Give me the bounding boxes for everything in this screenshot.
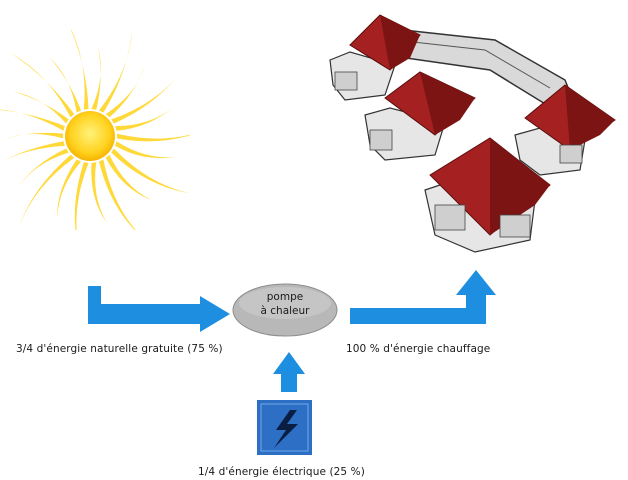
- sun-ray: [19, 154, 75, 227]
- sun-ray: [17, 148, 69, 188]
- sun-ray: [49, 56, 82, 113]
- house-illustration: [329, 14, 616, 253]
- electric-energy-arrow: [273, 352, 305, 392]
- natural-energy-arrow: [88, 286, 230, 332]
- heating-output-arrow: [350, 270, 496, 324]
- sun-ray: [74, 162, 89, 230]
- natural-energy-label: 3/4 d'énergie naturelle gratuite (75 %): [16, 343, 223, 355]
- lightning-bolt-icon: [274, 410, 298, 448]
- sun-ray: [91, 162, 108, 224]
- sun-ray: [105, 65, 145, 118]
- pump-label: pompe à chaleur: [233, 290, 337, 318]
- sun-ray: [115, 106, 175, 131]
- sun-ray: [57, 159, 82, 219]
- pump-label-line1: pompe: [266, 291, 304, 303]
- sun-ray: [91, 47, 101, 110]
- sun-ray: [0, 141, 65, 163]
- sun-ray: [111, 69, 184, 124]
- sun-ray: [70, 30, 89, 110]
- sun-ray: [10, 52, 75, 118]
- electric-energy-label: 1/4 d'énergie électrique (25 %): [198, 466, 365, 478]
- sun-ray: [98, 159, 136, 230]
- sun-icon: [0, 30, 190, 230]
- pump-label-line2: à chaleur: [260, 305, 310, 317]
- sun-ray: [1, 132, 64, 141]
- sun-ray: [105, 154, 152, 201]
- heating-energy-label: 100 % d'énergie chauffage: [346, 343, 491, 355]
- sun-ray: [115, 141, 177, 159]
- sun-ray: [116, 133, 190, 142]
